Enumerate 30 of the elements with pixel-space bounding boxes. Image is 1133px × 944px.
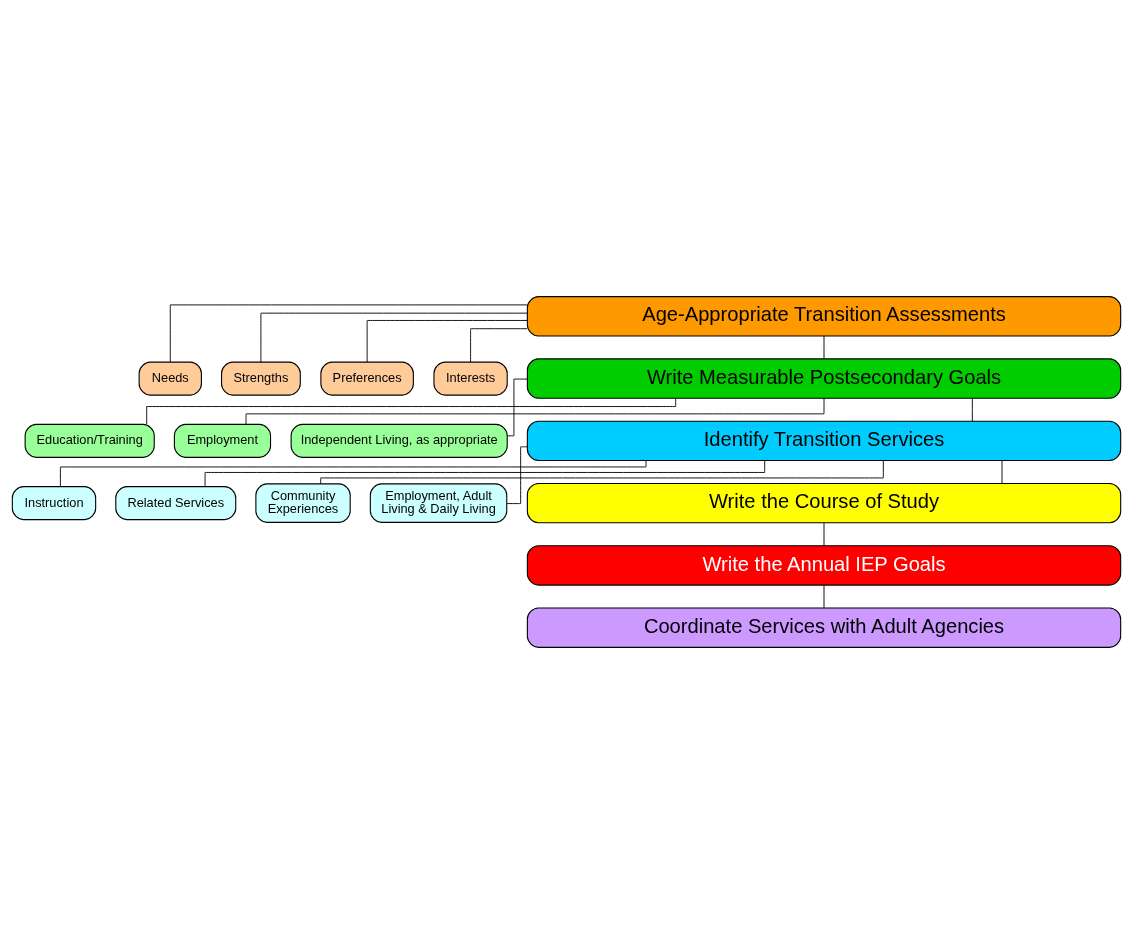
node-box: Strengths (221, 361, 301, 396)
connector (823, 522, 825, 547)
connector (971, 397, 973, 422)
node-box: Age-Appropriate Transition Assessments (526, 296, 1122, 337)
node-box: Employment, Adult Living & Daily Living (369, 483, 508, 523)
connector (366, 320, 528, 363)
node-box: Education/Training (24, 423, 155, 458)
node-box: Coordinate Services with Adult Agencies (526, 607, 1122, 648)
node-box: Interests (433, 361, 508, 396)
node-box: Write the Annual IEP Goals (526, 545, 1122, 586)
node-box: Identify Transition Services (526, 420, 1122, 462)
node-box: Write Measurable Postsecondary Goals (526, 358, 1122, 399)
node-box: Employment (173, 423, 272, 458)
connector (823, 584, 825, 609)
node-box: Community Experiences (255, 483, 351, 523)
node-box: Preferences (320, 361, 414, 396)
connector (260, 312, 528, 363)
node-box: Needs (138, 361, 202, 396)
node-box: Write the Course of Study (526, 482, 1122, 524)
connector (204, 460, 766, 487)
connector (59, 460, 647, 487)
connector (169, 304, 528, 363)
connector (470, 328, 528, 363)
connector (320, 460, 884, 485)
node-box: Instruction (11, 486, 97, 521)
connector (146, 397, 677, 425)
node-box: Independent Living, as appropriate (290, 423, 508, 458)
connector (1001, 460, 1003, 484)
connector (823, 335, 825, 360)
node-box: Related Services (115, 486, 237, 521)
